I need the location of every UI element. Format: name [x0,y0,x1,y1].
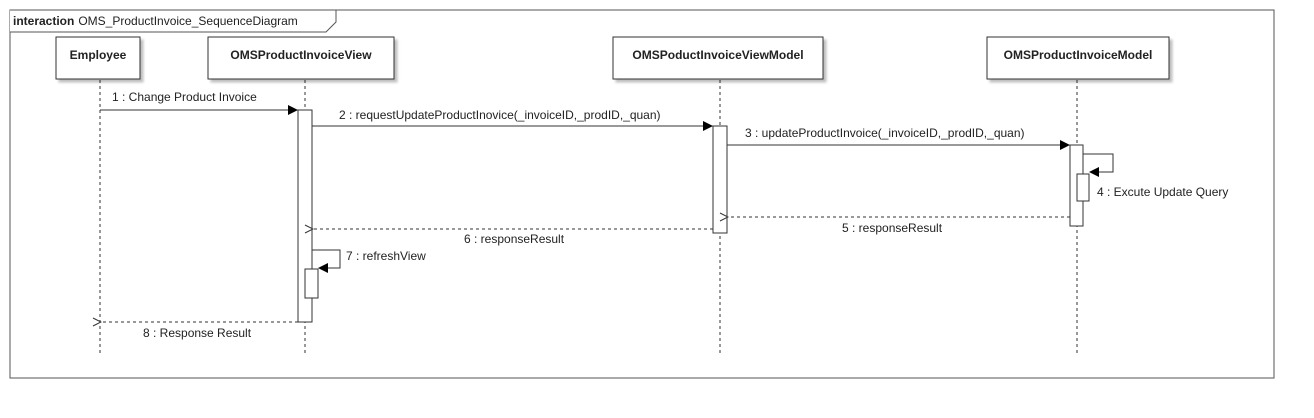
message-8-label: 8 : Response Result [143,326,252,340]
interaction-frame: interaction OMS_ProductInvoice_SequenceDi… [9,9,1275,379]
message-5: 5 : responseResult [728,217,1070,235]
participant-label-view: OMSProductInvoiceView [230,48,372,62]
message-4-label: 4 : Excute Update Query [1097,185,1228,199]
message-6: 6 : responseResult [313,229,713,246]
participant-label-model: OMSProductInvoiceModel [1004,48,1153,62]
message-7-label: 7 : refreshView [346,249,426,263]
message-2: 2 : requestUpdateProductInovice(_invoice… [312,108,713,131]
message-4: 4 : Excute Update Query [1083,153,1228,199]
message-7-arrow [312,249,341,273]
activations [297,109,1090,323]
message-1: 1 : Change Product Invoice [100,90,298,115]
message-6-label: 6 : responseResult [464,232,565,246]
message-8: 8 : Response Result [101,322,298,340]
message-1-label: 1 : Change Product Invoice [112,90,257,104]
message-3-label: 3 : updateProductInvoice(_invoiceID,_pro… [745,126,1025,140]
message-7: 7 : refreshView [312,249,426,273]
activation-model-query [1076,173,1090,202]
participant-label-employee: Employee [70,48,127,62]
participant-viewmodel: OMSPoductInvoiceViewModel [612,36,824,80]
participant-view: OMSProductInvoiceView [207,36,395,80]
frame-keyword: interaction [13,14,74,28]
message-2-label: 2 : requestUpdateProductInovice(_invoice… [339,108,661,122]
participant-model: OMSProductInvoiceModel [986,36,1170,80]
message-5-label: 5 : responseResult [842,221,943,235]
participant-label-viewmodel: OMSPoductInvoiceViewModel [632,48,803,62]
message-3: 3 : updateProductInvoice(_invoiceID,_pro… [727,126,1070,150]
frame-name: OMS_ProductInvoice_SequenceDiagram [78,14,297,28]
message-4-arrow [1083,153,1114,177]
activation-viewmodel [712,125,728,234]
frame-title: interaction OMS_ProductInvoice_SequenceDi… [13,14,298,28]
participant-employee: Employee [55,36,141,80]
activation-view-refresh [304,268,319,299]
